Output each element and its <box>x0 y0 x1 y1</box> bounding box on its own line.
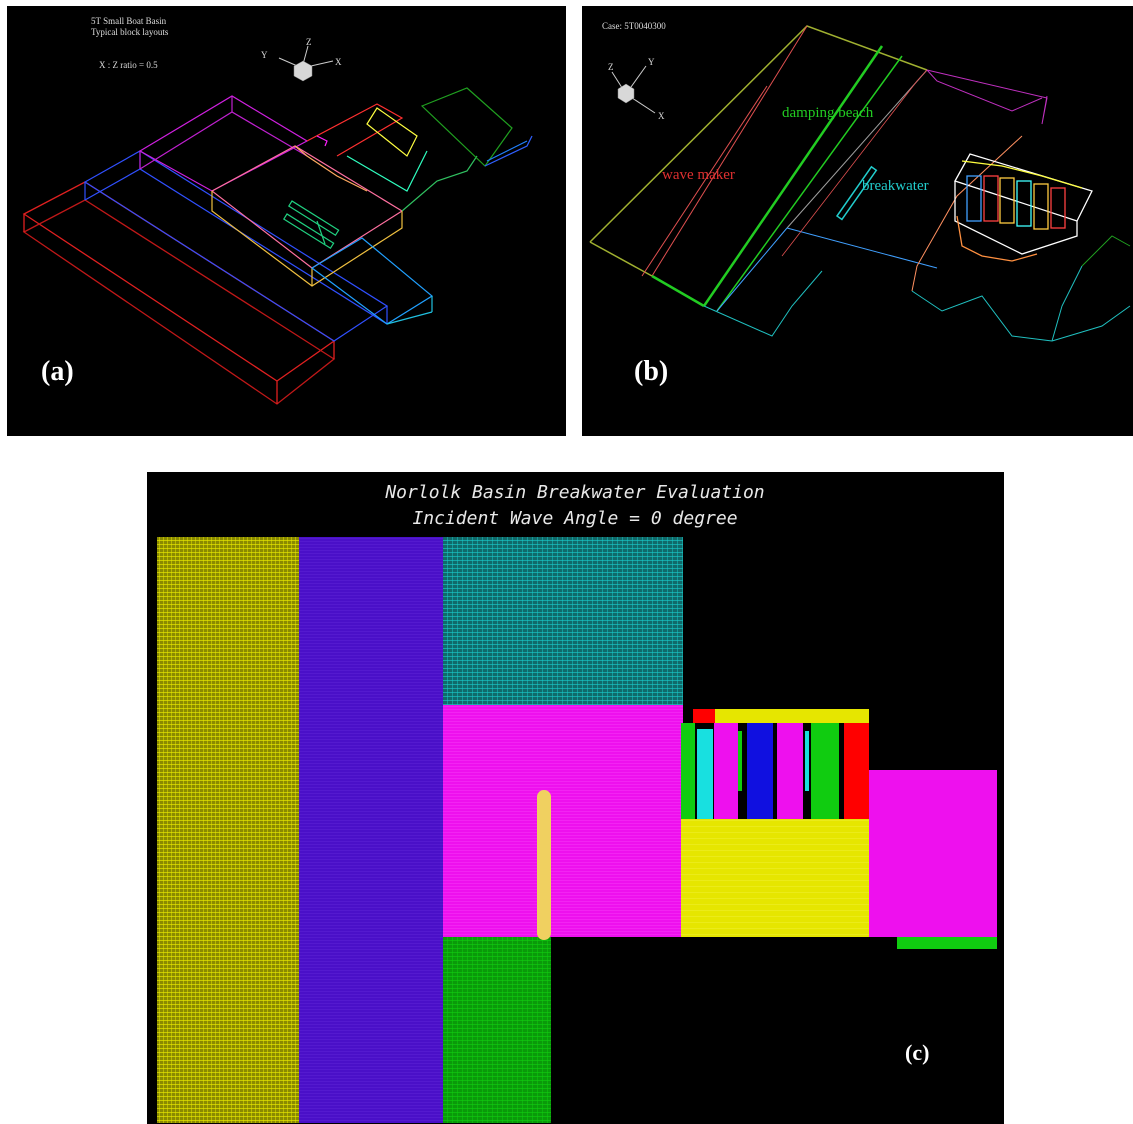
mesh-block-cyan <box>443 537 683 705</box>
axis-y-label: Y <box>261 50 268 60</box>
mesh-block-yellow-left <box>157 537 299 1123</box>
axis-triad-icon: X Y Z <box>608 57 665 121</box>
panel-c-title-line1: Norlolk Basin Breakwater Evaluation <box>384 482 764 503</box>
axis-x-label: X <box>658 111 665 121</box>
axis-y-label: Y <box>648 57 655 67</box>
block-purple <box>138 95 309 192</box>
axis-triad-icon: X Y Z <box>261 37 342 82</box>
panel-c-mesh: Norlolk Basin Breakwater Evaluation Inci… <box>157 482 997 1123</box>
panel-c-mesh-layout: Norlolk Basin Breakwater Evaluation Inci… <box>147 472 1004 1124</box>
panel-a-title-line1: 5T Small Boat Basin <box>91 16 167 26</box>
axis-x-label: X <box>335 57 342 67</box>
panel-b-wireframe: Case: 5T0040300 X Y Z <box>589 21 1131 387</box>
wave-maker-label: wave maker <box>662 167 735 183</box>
basin-outline <box>589 25 1131 342</box>
mesh-block-green <box>443 937 551 1123</box>
harbor-mesh-blocks <box>681 709 997 949</box>
panel-a-title-line2: Typical block layouts <box>91 27 169 37</box>
breakwater-label: breakwater <box>862 178 929 194</box>
mesh-block-magenta <box>443 705 683 937</box>
mesh-block-purple <box>299 537 443 1123</box>
panel-b-case-text: Case: 5T0040300 <box>602 21 666 31</box>
panel-b-basin-layout: Case: 5T0040300 X Y Z <box>582 6 1133 436</box>
block-cyan <box>310 237 434 325</box>
harbor-structures <box>954 153 1093 262</box>
breakwater-shape <box>835 165 878 221</box>
breakwater-mesh <box>537 790 551 940</box>
panel-b-label: (b) <box>634 356 668 387</box>
axis-z-label: Z <box>306 37 312 47</box>
block-blue <box>83 150 389 342</box>
panel-a-label: (a) <box>41 356 74 387</box>
panel-c-label: (c) <box>905 1040 929 1065</box>
breakwater-shape <box>282 200 340 250</box>
panel-c-title-line2: Incident Wave Angle = 0 degree <box>412 508 737 529</box>
axis-z-label: Z <box>608 62 614 72</box>
panel-a-ratio-text: X : Z ratio = 0.5 <box>99 60 158 70</box>
panel-a-wireframe: 5T Small Boat Basin Typical block layout… <box>22 16 533 405</box>
panel-a-block-layout: 5T Small Boat Basin Typical block layout… <box>7 6 566 436</box>
damping-beach-label: damping beach <box>782 105 874 121</box>
block-right <box>306 87 533 212</box>
block-inner <box>210 145 404 287</box>
